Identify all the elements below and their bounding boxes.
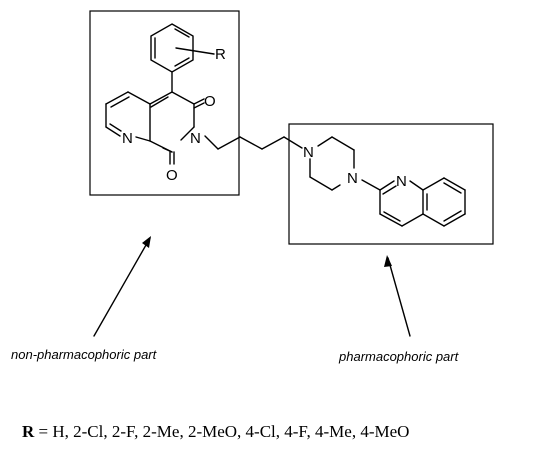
oxygen-label-bottom: O bbox=[166, 167, 178, 184]
pharmacophoric-label: pharmacophoric part bbox=[338, 349, 460, 364]
nitrogen-label-piperazine-top: N bbox=[303, 144, 314, 161]
non-pharmacophoric-box bbox=[89, 10, 240, 196]
piperazine-ring bbox=[309, 136, 355, 191]
pharmacophoric-box bbox=[288, 123, 494, 245]
oxygen-label-top: O bbox=[204, 93, 216, 110]
arrow-non-pharmacophoric bbox=[93, 236, 151, 337]
r-values: = H, 2-Cl, 2-F, 2-Me, 2-MeO, 4-Cl, 4-F, … bbox=[34, 422, 409, 441]
arrow-pharmacophoric bbox=[384, 255, 411, 337]
r-group-label: R bbox=[215, 46, 226, 63]
non-pharmacophoric-label: non-pharmacophoric part bbox=[11, 347, 158, 362]
phenyl-ring bbox=[150, 23, 215, 73]
pyridopyrimidinedione-core bbox=[105, 71, 205, 165]
nitrogen-label-imide: N bbox=[190, 130, 201, 147]
r-symbol: R bbox=[22, 422, 35, 441]
nitrogen-label-bridgehead: N bbox=[122, 130, 133, 147]
r-substituent-list: R = H, 2-Cl, 2-F, 2-Me, 2-MeO, 4-Cl, 4-F… bbox=[22, 422, 409, 441]
nitrogen-label-piperazine-bottom: N bbox=[347, 170, 358, 187]
propyl-linker bbox=[204, 135, 303, 150]
nitrogen-label-quinoline: N bbox=[396, 173, 407, 190]
quinoline-ring bbox=[361, 177, 466, 227]
